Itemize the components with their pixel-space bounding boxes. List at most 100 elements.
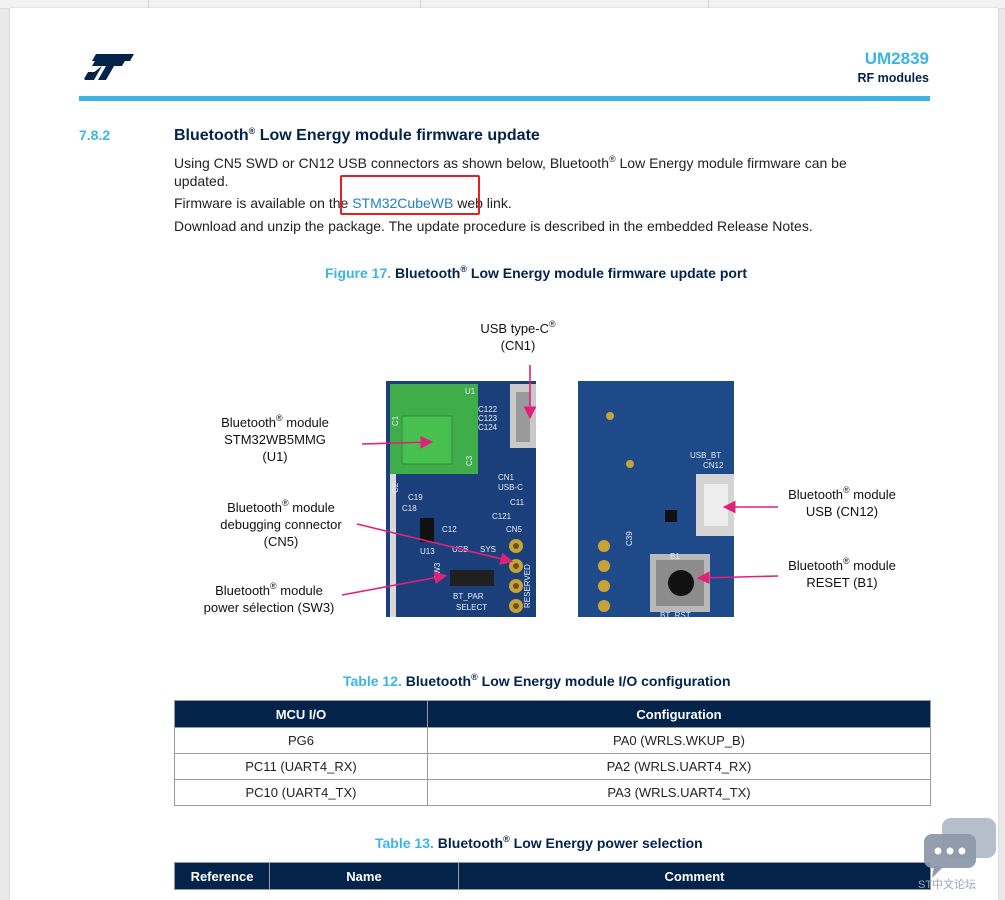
registered-mark: ®	[282, 498, 289, 508]
table-header-cell: MCU I/O	[174, 700, 428, 728]
body-paragraph-3: Download and unzip the package. The upda…	[174, 218, 813, 234]
chat-bubble-icon[interactable]	[918, 816, 998, 900]
table12: MCU I/O Configuration PG6 PA0 (WRLS.WKUP…	[174, 700, 931, 806]
silk-c121: C121	[492, 512, 512, 521]
table-header-cell: Name	[269, 862, 459, 890]
label-text: (CN5)	[263, 534, 299, 549]
silk-c122: C122	[478, 405, 498, 414]
caption-prefix: Figure 17.	[325, 265, 392, 281]
silk-c12: C12	[442, 525, 457, 534]
silk-usb-c: USB-C	[498, 483, 523, 492]
forum-watermark-text: ST中文论坛	[918, 879, 977, 891]
label-text: (U1)	[262, 449, 288, 464]
silk-c1: C1	[391, 415, 400, 426]
silk-sw3: SW3	[433, 562, 442, 580]
silk-c3: C3	[465, 455, 474, 466]
label-text: STM32WB5MMG	[224, 432, 326, 447]
silk-c123: C123	[478, 414, 498, 423]
document-id: UM2839 RF modules	[857, 48, 929, 86]
doc-number: UM2839	[864, 49, 929, 68]
silk-select: SELECT	[456, 603, 487, 612]
registered-mark: ®	[276, 413, 283, 423]
stm32cubewb-link[interactable]: STM32CubeWB	[352, 195, 454, 211]
paragraph-text: Using CN5 SWD or CN12 USB connectors as …	[174, 155, 609, 171]
silk-u13: U13	[420, 547, 435, 556]
table-cell: PA3 (WRLS.UART4_TX)	[427, 779, 931, 806]
paragraph-text: updated.	[174, 173, 229, 189]
label-text: power sélection (SW3)	[203, 600, 335, 615]
table12-caption: Table 12. Bluetooth® Low Energy module I…	[343, 673, 731, 690]
caption-text: Bluetooth	[401, 673, 472, 689]
doc-subtitle: RF modules	[857, 71, 929, 85]
table-header-cell: Comment	[458, 862, 931, 890]
caption-text: Low Energy power selection	[509, 835, 703, 851]
label-text: module	[282, 415, 329, 430]
silk-cn5: CN5	[506, 525, 523, 534]
registered-mark: ®	[843, 485, 850, 495]
table-header-cell: Configuration	[427, 700, 931, 728]
table-row: PG6 PA0 (WRLS.WKUP_B)	[174, 727, 931, 754]
silk-cn1: CN1	[498, 473, 515, 482]
table-cell: PC10 (UART4_TX)	[174, 779, 428, 806]
label-text: module	[849, 487, 896, 502]
caption-text: Low Energy module I/O configuration	[477, 673, 731, 689]
registered-mark: ®	[549, 319, 556, 329]
body-paragraph-2: Firmware is available on the STM32CubeWB…	[174, 194, 914, 212]
callout-arrows	[341, 365, 779, 596]
board-figure: U1 C122 C123 C124 CN1 USB-C C11 C121 CN5…	[341, 365, 779, 620]
paragraph-text: Firmware is available on the	[174, 195, 353, 211]
caption-prefix: Table 12.	[343, 673, 402, 689]
label-text: USB (CN12)	[805, 504, 879, 519]
silk-c2: C2	[391, 482, 400, 493]
registered-mark: ®	[503, 834, 510, 844]
silk-bt-par: BT_PAR	[453, 592, 484, 601]
arrow-power	[341, 571, 448, 596]
label-text: Bluetooth	[788, 487, 844, 502]
label-text: module	[288, 500, 335, 515]
header-rule	[79, 96, 930, 101]
silk-c39: C39	[625, 531, 634, 546]
section-number: 7.8.2	[79, 127, 111, 143]
silk-c11: C11	[510, 498, 525, 507]
label-text: module	[276, 583, 323, 598]
table-cell: PC11 (UART4_RX)	[174, 753, 428, 780]
arrow-debug	[356, 523, 514, 565]
silk-sys: SYS	[480, 545, 496, 554]
silk-c19: C19	[408, 493, 423, 502]
registered-mark: ®	[608, 154, 616, 164]
section-title: Bluetooth® Low Energy module firmware up…	[174, 127, 540, 145]
registered-mark: ®	[843, 556, 850, 566]
caption-text: Low Energy module firmware update port	[467, 265, 748, 281]
table-cell: PG6	[174, 727, 428, 754]
table-row: PC11 (UART4_RX) PA2 (WRLS.UART4_RX)	[174, 753, 931, 780]
section-title-text: Low Energy module firmware update	[255, 127, 540, 144]
viewer-divider	[708, 0, 709, 8]
table-header-row: MCU I/O Configuration	[174, 700, 931, 728]
registered-mark: ®	[270, 581, 277, 591]
label-text: USB type-C	[480, 321, 549, 336]
silk-usb-bt: USB_BT	[690, 451, 721, 460]
label-text: (CN1)	[500, 338, 536, 353]
table-cell: PA2 (WRLS.UART4_RX)	[427, 753, 931, 780]
label-text: debugging connector	[220, 517, 342, 532]
caption-text: Bluetooth	[433, 835, 504, 851]
viewer-divider	[148, 0, 149, 8]
label-text: module	[849, 558, 896, 573]
table13-caption: Table 13. Bluetooth® Low Energy power se…	[375, 834, 703, 852]
document-page: UM2839 RF modules 7.8.2 Bluetooth® Low E…	[10, 8, 998, 900]
table-row: PC10 (UART4_TX) PA3 (WRLS.UART4_TX)	[174, 779, 931, 806]
silk-b1: B1	[670, 552, 680, 561]
registered-mark: ®	[248, 126, 256, 136]
silk-reserved: RESERVED	[523, 564, 532, 608]
paragraph-text: Low Energy module firmware can be	[615, 155, 847, 171]
table-header-cell: Reference	[174, 862, 270, 890]
arrow-module	[361, 435, 434, 449]
figure-caption: Figure 17. Bluetooth® Low Energy module …	[325, 265, 748, 282]
table-cell: PA0 (WRLS.WKUP_B)	[427, 727, 931, 754]
silk-cn12: CN12	[703, 461, 724, 470]
